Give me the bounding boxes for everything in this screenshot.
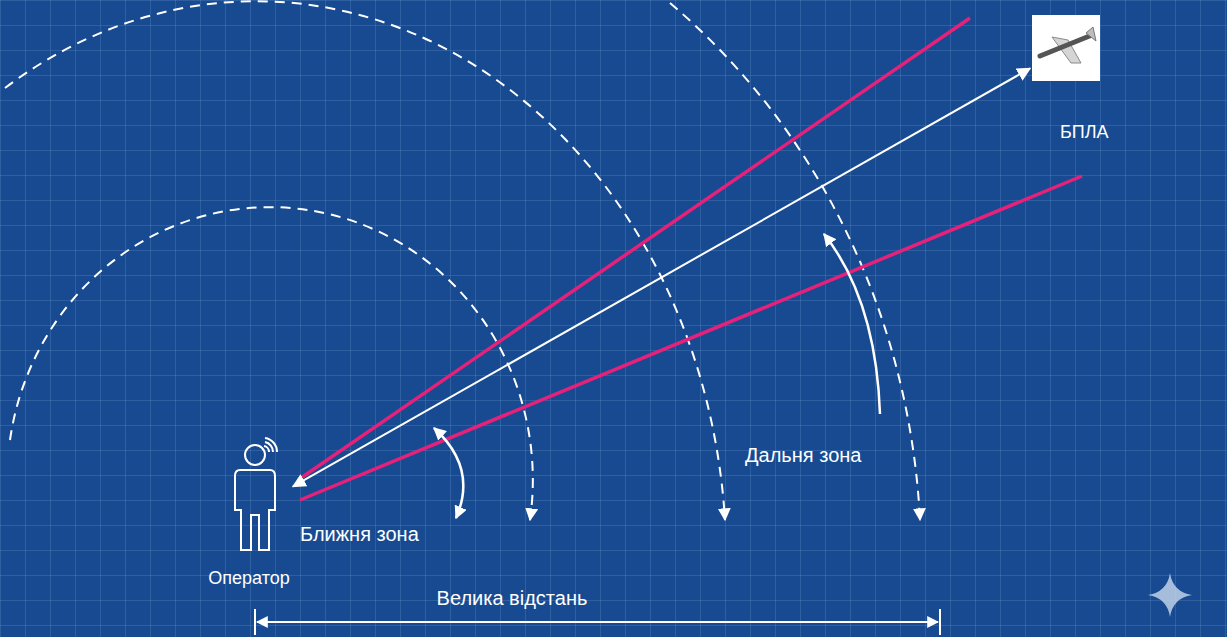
uav-picture-frame <box>1032 15 1100 81</box>
range-arc <box>670 3 920 520</box>
beam-edge <box>300 176 1082 500</box>
operator-body <box>235 470 275 550</box>
dimension-tick <box>254 609 256 635</box>
angle-arrow <box>434 428 463 518</box>
dimension-tick <box>939 609 941 635</box>
node-name: БПЛА <box>1060 122 1109 144</box>
operator-head <box>245 445 265 465</box>
sparkle-mark <box>1148 573 1192 617</box>
uav-node: БПЛА <box>1030 12 1118 148</box>
beam-edge <box>298 18 970 480</box>
operator-node: Оператор <box>205 436 293 594</box>
range-arc <box>10 207 533 520</box>
node-name: Оператор <box>208 568 289 590</box>
dimension-label: Велика відстань <box>437 586 588 610</box>
angle-arrow <box>824 234 880 414</box>
uav-tail <box>1086 27 1096 41</box>
uav-fuselage <box>1040 35 1092 56</box>
signal-waves <box>264 438 277 452</box>
zone-label: Дальня зона <box>745 443 861 467</box>
link-arrow <box>293 68 1030 486</box>
dimension-line <box>257 621 938 623</box>
zone-label: Ближня зона <box>300 522 419 546</box>
